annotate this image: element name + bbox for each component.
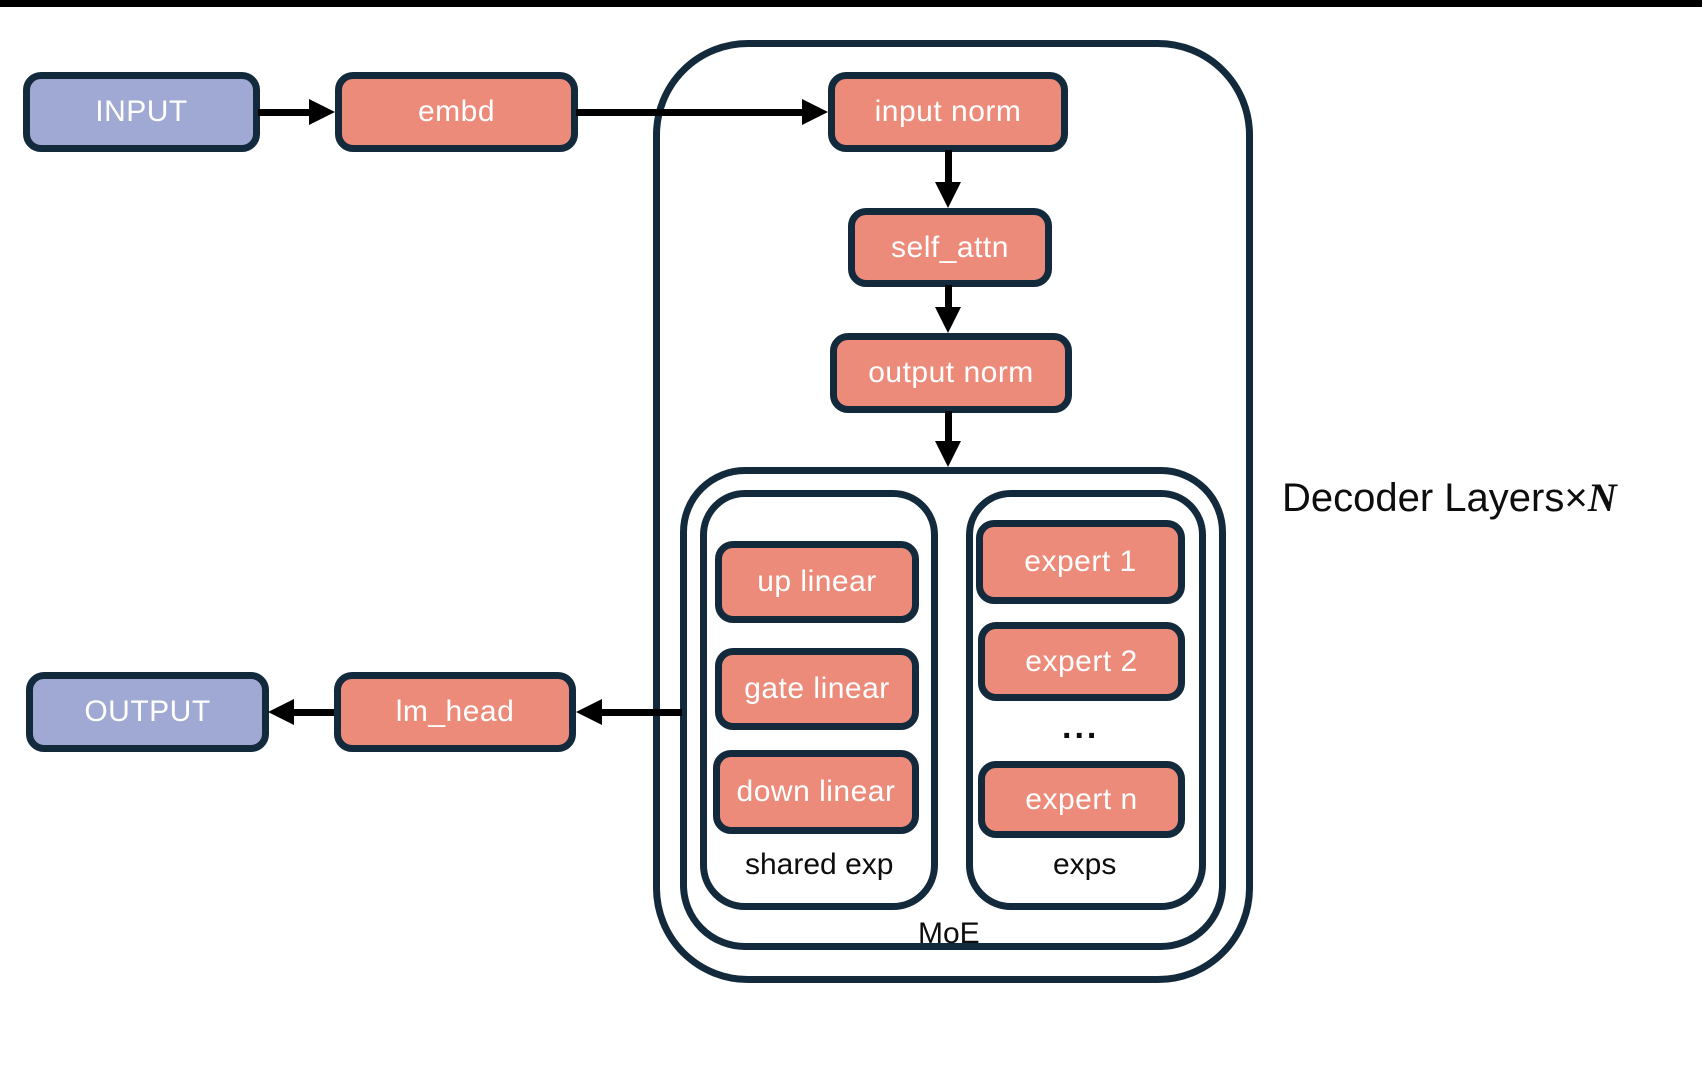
arrow-moe-to-lm-head <box>576 699 682 725</box>
self-attn-node: self_attn <box>848 208 1052 287</box>
arrow-head-left-icon <box>268 699 294 725</box>
arrow-embd-to-input-norm <box>576 99 828 125</box>
expert-2-node: expert 2 <box>978 622 1185 701</box>
arrow-self-attn-to-output-norm <box>935 285 961 333</box>
input-norm-node: input norm <box>828 72 1068 152</box>
arrow-head-right-icon <box>309 99 335 125</box>
arrow-head-down-icon <box>935 307 961 333</box>
arrow-line <box>576 109 804 116</box>
output-norm-node: output norm <box>830 333 1072 413</box>
moe-label: MoE <box>918 917 980 950</box>
arrow-head-down-icon <box>935 441 961 467</box>
experts-ellipsis: ... <box>1062 708 1100 746</box>
expert-1-node: expert 1 <box>976 520 1185 604</box>
expert-n-node: expert n <box>978 761 1185 838</box>
decoder-layers-container <box>653 40 1253 983</box>
arrow-line <box>945 411 952 445</box>
input-node: INPUT <box>23 72 260 152</box>
up-linear-node: up linear <box>715 541 919 623</box>
arrow-line <box>600 709 682 716</box>
arrow-head-right-icon <box>802 99 828 125</box>
top-edge-rule <box>0 0 1702 7</box>
decoder-layers-n: N <box>1587 475 1617 520</box>
exps-label: exps <box>1053 848 1117 881</box>
arrow-input-to-embd <box>258 99 335 125</box>
arrow-input-norm-to-self-attn <box>935 150 961 208</box>
decoder-layers-label-text: Decoder Layers× <box>1282 476 1588 520</box>
arrow-line <box>258 109 311 116</box>
lm-head-node: lm_head <box>334 672 576 752</box>
decoder-layers-label: Decoder Layers×N <box>1282 474 1617 521</box>
arrow-output-norm-to-moe <box>935 411 961 467</box>
arrow-line <box>292 709 334 716</box>
arrow-line <box>945 285 952 311</box>
arrow-head-left-icon <box>576 699 602 725</box>
gate-linear-node: gate linear <box>715 648 919 730</box>
arrow-head-down-icon <box>935 182 961 208</box>
down-linear-node: down linear <box>713 750 919 834</box>
arrow-line <box>945 150 952 186</box>
output-node: OUTPUT <box>26 672 269 752</box>
arrow-lm-head-to-output <box>268 699 334 725</box>
embd-node: embd <box>335 72 578 152</box>
shared-exp-label: shared exp <box>745 848 894 881</box>
